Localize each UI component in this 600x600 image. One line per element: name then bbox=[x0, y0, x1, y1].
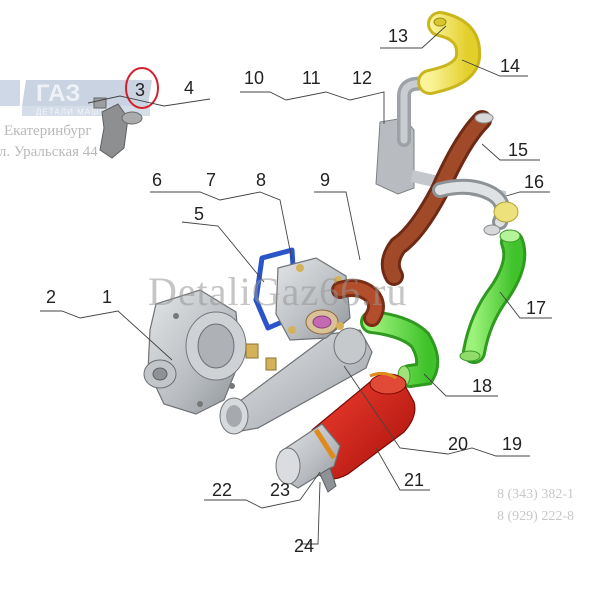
callout-24: 24 bbox=[294, 536, 314, 556]
watermark-logo-text: ГАЗ bbox=[36, 80, 80, 107]
callout-11: 11 bbox=[302, 68, 321, 88]
callout-8: 8 bbox=[256, 170, 266, 190]
part-thermostat-cover bbox=[253, 247, 351, 341]
part-pump-outlet-body bbox=[219, 327, 373, 435]
watermark-city: Екатеринбург bbox=[4, 123, 92, 139]
callout-labels: 1 2 3 4 5 6 7 8 9 10 11 12 13 14 15 16 1… bbox=[46, 26, 546, 556]
callout-16: 16 bbox=[524, 172, 544, 192]
callout-22: 22 bbox=[212, 480, 232, 500]
callout-14: 14 bbox=[500, 56, 520, 76]
highlight-circle bbox=[125, 67, 159, 109]
part-water-pump bbox=[143, 289, 247, 415]
callout-2: 2 bbox=[46, 287, 56, 307]
callout-1: 1 bbox=[102, 287, 112, 307]
callout-23: 23 bbox=[270, 480, 290, 500]
callout-20: 20 bbox=[448, 434, 468, 454]
callout-10: 10 bbox=[244, 68, 264, 88]
watermark-logo: ГАЗ ДЕТАЛИ МАШИН bbox=[0, 80, 152, 117]
leader-lines bbox=[40, 25, 552, 545]
watermark-phone-1: 8 (343) 382-1 bbox=[497, 487, 574, 502]
callout-6: 6 bbox=[152, 170, 162, 190]
callout-13: 13 bbox=[388, 26, 408, 46]
watermark-street: ул. Уральская 44 bbox=[0, 144, 98, 160]
part-thermostat-housing bbox=[93, 97, 143, 159]
watermark-site: DetaliGaz66.ru bbox=[148, 269, 408, 314]
part-outlet-pipe bbox=[275, 423, 341, 493]
callout-9: 9 bbox=[320, 170, 330, 190]
callout-21: 21 bbox=[404, 470, 424, 490]
callout-15: 15 bbox=[508, 140, 528, 160]
callout-4: 4 bbox=[184, 78, 194, 98]
callout-17: 17 bbox=[526, 298, 546, 318]
callout-18: 18 bbox=[472, 376, 492, 396]
part-brown-hose bbox=[380, 110, 494, 286]
watermark-logo-subtext: ДЕТАЛИ МАШИН bbox=[36, 108, 113, 117]
watermark-phone-2: 8 (929) 222-8 bbox=[497, 509, 574, 524]
callout-19: 19 bbox=[502, 434, 522, 454]
part-pipe-elbow bbox=[432, 178, 519, 236]
callout-3: 3 bbox=[135, 80, 145, 100]
callout-12: 12 bbox=[352, 68, 372, 88]
part-yellow-hose bbox=[417, 11, 482, 95]
part-green-hose-right bbox=[459, 229, 527, 364]
callout-5: 5 bbox=[194, 204, 204, 224]
callout-7: 7 bbox=[206, 170, 216, 190]
part-brown-hose-short bbox=[331, 279, 385, 327]
